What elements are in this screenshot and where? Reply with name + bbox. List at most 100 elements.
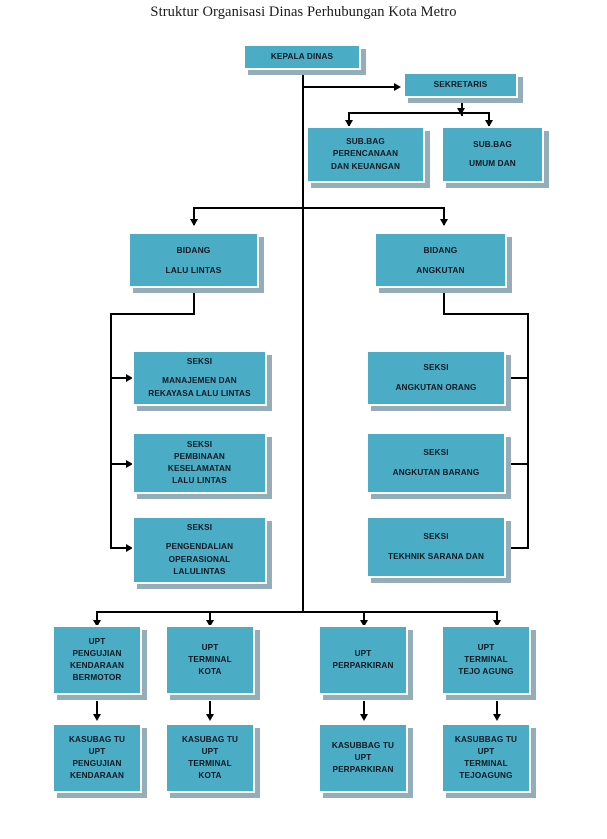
arrow-upt-terminal-kota (205, 620, 214, 627)
node-kasubag-pengujian[interactable]: KASUBAG TU UPT PENGUJIAN KENDARAAN (52, 723, 142, 793)
node-line: BERMOTOR (72, 673, 122, 683)
node-line: TEJOAGUNG (459, 771, 513, 781)
node-upt-terminal-tejo[interactable]: UPT TERMINAL TEJO AGUNG (441, 625, 531, 695)
node-line: UPT (201, 642, 219, 652)
node-seksi-pembinaan[interactable]: SEKSI PEMBINAAN KESELAMATAN LALU LINTAS (132, 432, 267, 494)
arrow-bidang-lalu-lintas (189, 219, 198, 226)
node-upt-terminal-kota[interactable]: UPT TERMINAL KOTA (165, 625, 255, 695)
node-line: KENDARAAN (69, 661, 125, 670)
connector-right-seksi-3 (510, 547, 529, 549)
node-line: ANGKUTAN ORANG (395, 382, 477, 392)
connector-upt-drop-4 (496, 611, 498, 625)
node-line: UPT (477, 642, 495, 652)
node-line: UMUM DAN (469, 159, 516, 168)
node-line: PERPARKIRAN (332, 661, 394, 670)
node-kepala-dinas[interactable]: KEPALA DINAS (243, 44, 361, 70)
node-line: SEKRETARIS (433, 79, 488, 89)
connector-kasubag-drop-1 (96, 701, 98, 719)
node-seksi-tekhnik[interactable]: SEKSI TEKHNIK SARANA DAN (366, 516, 506, 578)
arrow-upt-perparkiran (359, 620, 368, 627)
node-line: BIDANG (423, 244, 458, 255)
node-line: TERMINAL (464, 759, 508, 768)
node-line: TEJO AGUNG (458, 667, 514, 677)
arrow-kasubbag-perparkiran (359, 714, 368, 721)
arrow-subbag-perencanaan (344, 120, 353, 127)
node-upt-pengujian[interactable]: UPT PENGUJIAN KENDARAAN BERMOTOR (52, 625, 142, 695)
node-line: SUB.BAG (346, 136, 385, 146)
node-line: PENGUJIAN (72, 648, 122, 658)
node-line: ANGKUTAN (416, 264, 465, 275)
connector-upt-bus (96, 611, 497, 613)
node-line: KEPALA DINAS (270, 51, 334, 61)
page-title: Struktur Organisasi Dinas Perhubungan Ko… (150, 4, 457, 20)
node-line: KENDARAAN (69, 771, 125, 781)
node-line: LALULINTAS (173, 566, 226, 576)
arrow-upt-pengujian (92, 620, 101, 627)
connector-bidang-bus (193, 207, 444, 209)
connector-right-seksi-2 (510, 463, 529, 465)
node-line: UPT (354, 752, 372, 762)
node-subbag-perencanaan[interactable]: SUB.BAG PERENCANAAN DAN KEUANGAN (306, 126, 425, 183)
node-line: KASUBBAG TU (331, 740, 395, 750)
node-bidang-angkutan[interactable]: BIDANG ANGKUTAN (374, 232, 507, 288)
arrow-seksi-angkutan-orang (503, 373, 510, 382)
connector-angkutan-down (443, 288, 445, 314)
node-line: ANGKUTAN BARANG (392, 467, 480, 477)
node-line: TEKHNIK SARANA DAN (387, 551, 485, 561)
node-line: PERPARKIRAN (332, 765, 394, 775)
node-kasubag-terminal-kota[interactable]: KASUBAG TU UPT TERMINAL KOTA (165, 723, 255, 793)
node-kasubbag-terminal-tejo[interactable]: KASUBBAG TU UPT TERMINAL TEJOAGUNG (441, 723, 531, 793)
node-line: LALU LINTAS (172, 476, 227, 486)
node-upt-perparkiran[interactable]: UPT PERPARKIRAN (318, 625, 408, 695)
node-sekretaris[interactable]: SEKRETARIS (403, 72, 518, 98)
connector-right-seksi-1 (510, 377, 529, 379)
node-seksi-angkutan-orang[interactable]: SEKSI ANGKUTAN ORANG (366, 350, 506, 406)
connector-lalulintas-down (193, 288, 195, 314)
node-line: UPT (354, 648, 372, 658)
connector-bidang-right-drop (443, 207, 445, 225)
node-line: PENGENDALIAN (165, 542, 234, 552)
node-kasubbag-perparkiran[interactable]: KASUBBAG TU UPT PERPARKIRAN (318, 723, 408, 793)
arrow-sekretaris (394, 82, 401, 91)
connector-angkutan-to-rail (443, 313, 529, 315)
connector-kasubag-drop-3 (363, 701, 365, 719)
node-line: PENGUJIAN (72, 759, 122, 768)
node-subbag-umum[interactable]: SUB.BAG UMUM DAN (441, 126, 544, 183)
connector-lalulintas-to-rail (110, 313, 195, 315)
connector-subbag-left-drop (348, 112, 350, 126)
node-line: UPT (477, 746, 495, 756)
node-line: TERMINAL (188, 759, 232, 768)
node-line: UPT (88, 746, 106, 756)
node-line: KASUBAG TU (181, 734, 239, 744)
arrow-upt-terminal-tejo (492, 620, 501, 627)
node-line: PERENCANAAN (332, 149, 399, 159)
node-line: KASUBBAG TU (454, 734, 518, 744)
arrow-seksi-angkutan-barang (503, 459, 510, 468)
connector-upt-drop-3 (363, 611, 365, 625)
node-seksi-manajemen[interactable]: SEKSI MANAJEMEN DAN REKAYASA LALU LINTAS (132, 350, 267, 406)
arrow-kasubag-terminal-kota (205, 714, 214, 721)
arrow-seksi-pembinaan (126, 459, 133, 468)
arrow-kasubag-pengujian (92, 714, 101, 721)
connector-left-seksi-1 (110, 377, 129, 379)
node-bidang-lalu-lintas[interactable]: BIDANG LALU LINTAS (128, 232, 259, 288)
node-seksi-pengendalian[interactable]: SEKSI PENGENDALIAN OPERASIONAL LALULINTA… (132, 516, 267, 584)
connector-right-seksi-rail (527, 313, 529, 549)
connector-kepala-to-sekretaris (302, 86, 394, 88)
node-line: SEKSI (186, 522, 213, 532)
connector-left-seksi-3 (110, 547, 129, 549)
connector-upt-drop-1 (96, 611, 98, 625)
connector-kasubag-drop-2 (209, 701, 211, 719)
arrow-seksi-pengendalian (126, 543, 133, 552)
arrow-sekretaris-down (457, 108, 465, 115)
node-line: BIDANG (176, 244, 211, 255)
node-line: DAN KEUANGAN (330, 161, 401, 171)
connector-subbag-right-drop (488, 112, 490, 126)
node-line: SEKSI (186, 356, 213, 366)
arrow-subbag-umum (484, 120, 493, 127)
node-line: REKAYASA LALU LINTAS (148, 388, 251, 398)
node-seksi-angkutan-barang[interactable]: SEKSI ANGKUTAN BARANG (366, 432, 506, 494)
connector-left-seksi-2 (110, 463, 129, 465)
node-line: PEMBINAAN (174, 451, 225, 461)
node-line: LALU LINTAS (165, 264, 222, 275)
